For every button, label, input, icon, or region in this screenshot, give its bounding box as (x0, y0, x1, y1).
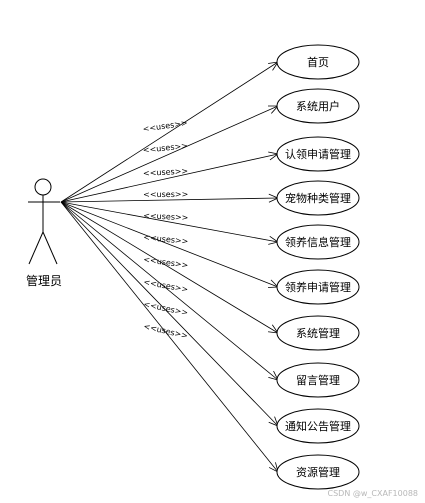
uses-relation-line (60, 201, 279, 288)
uses-relation-line (60, 153, 279, 203)
uses-label: <<uses>> (143, 233, 189, 246)
use-case: 系统管理 (276, 315, 360, 351)
use-case: 资源管理 (276, 454, 360, 490)
use-case: 首页 (276, 44, 360, 80)
uses-label: <<uses>> (143, 322, 189, 341)
use-case-label: 通知公告管理 (285, 419, 351, 433)
use-case-label: 留言管理 (296, 373, 340, 387)
uses-relation-line (60, 61, 279, 203)
uses-relation-line (60, 201, 279, 381)
use-case-label: 资源管理 (296, 465, 340, 479)
watermark-text: CSDN @w_CXAF10088 (328, 489, 418, 498)
uses-label: <<uses>> (143, 190, 188, 199)
uses-relation-line (60, 201, 279, 473)
uses-relation-line (60, 197, 279, 203)
use-case-ellipse (276, 269, 360, 305)
use-case-ellipse (276, 180, 360, 216)
uses-label: <<uses>> (142, 141, 188, 155)
use-case: 宠物种类管理 (276, 180, 360, 216)
use-case: 通知公告管理 (276, 408, 360, 444)
use-case: 系统用户 (276, 88, 360, 124)
uses-relation-line (60, 201, 279, 427)
uses-relation-line (60, 201, 279, 243)
uses-label: <<uses>> (143, 167, 189, 178)
use-case: 留言管理 (276, 362, 360, 398)
use-case: 认领申请管理 (276, 136, 360, 172)
uses-label: <<uses>> (143, 255, 189, 270)
relations-group: <<uses>> <<uses>> <<uses>> <<uses>> <<uses>>… (60, 61, 279, 473)
use-case-ellipse (276, 224, 360, 260)
use-case: 领养申请管理 (276, 269, 360, 305)
use-case: 领养信息管理 (276, 224, 360, 260)
use-case-ellipse (276, 88, 360, 124)
actor-right-leg (42, 231, 58, 265)
uses-label: <<uses>> (143, 300, 189, 318)
use-case-ellipse (276, 136, 360, 172)
actor-figure (28, 178, 60, 265)
uses-label: <<uses>> (143, 278, 189, 295)
uses-relation-line (60, 105, 279, 203)
uses-relation-line (60, 201, 279, 334)
use-case-label: 系统管理 (296, 326, 340, 340)
use-case-ellipse (276, 315, 360, 351)
use-case-ellipse (276, 408, 360, 444)
use-case-label: 系统用户 (296, 99, 340, 113)
use-case-label: 宠物种类管理 (285, 191, 351, 205)
uses-label: <<uses>> (143, 211, 189, 222)
use-case-ellipse (276, 44, 360, 80)
actor-head (34, 178, 52, 196)
actor-left-leg (28, 231, 44, 265)
actor-label: 管理员 (26, 273, 62, 288)
uses-label: <<uses>> (142, 118, 188, 133)
use-case-label: 领养信息管理 (285, 235, 351, 249)
use-cases-group: 首页系统用户认领申请管理宠物种类管理领养信息管理领养申请管理系统管理留言管理通知… (276, 44, 360, 490)
use-case-ellipse (276, 362, 360, 398)
use-case-label: 首页 (307, 55, 329, 69)
use-case-ellipse (276, 454, 360, 490)
use-case-label: 认领申请管理 (285, 147, 351, 161)
use-case-label: 领养申请管理 (285, 280, 351, 294)
